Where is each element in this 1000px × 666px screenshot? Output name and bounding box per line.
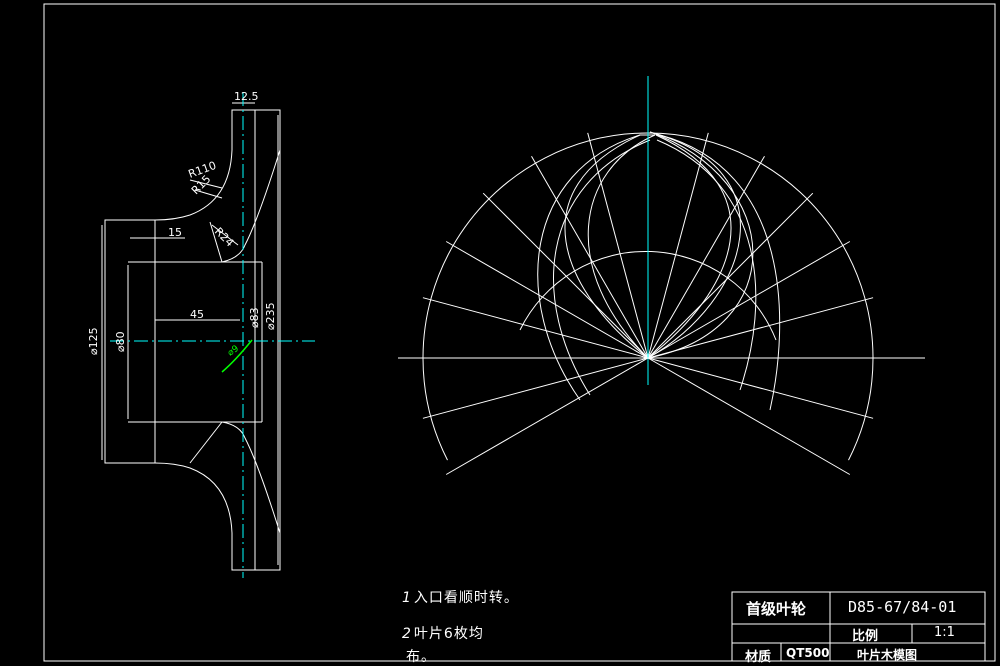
radial-line bbox=[647, 132, 709, 359]
note-2-text: 叶片6枚均 bbox=[413, 626, 484, 642]
dim-235-label: ⌀235 bbox=[264, 302, 277, 330]
tb-material-label: 材质 bbox=[745, 650, 772, 665]
dim-80-label: ⌀80 bbox=[114, 331, 127, 352]
radial-line bbox=[647, 241, 851, 359]
leader-r15 bbox=[194, 189, 223, 199]
blade-centerlines bbox=[398, 76, 925, 385]
radial-line bbox=[422, 297, 649, 359]
note-2-index: 2 bbox=[402, 626, 412, 642]
radial-line bbox=[647, 297, 874, 359]
chamfer-bottom bbox=[189, 421, 223, 464]
dim-125-label: ⌀125 bbox=[87, 327, 100, 355]
note-1-text: 入口看顺时转。 bbox=[413, 590, 519, 606]
chamfer-top bbox=[209, 221, 223, 263]
dim-12-5-label: 12.5 bbox=[234, 90, 259, 103]
note-1-index: 1 bbox=[402, 590, 412, 606]
radial-line bbox=[647, 192, 814, 359]
blade-left-mid bbox=[553, 139, 651, 396]
radial-line bbox=[587, 132, 649, 359]
dim-15-label: 15 bbox=[168, 226, 182, 239]
small-radius-arc bbox=[221, 339, 253, 373]
blade-right-edge bbox=[659, 134, 781, 411]
dim-r24-label: R24 bbox=[212, 225, 236, 249]
radial-line bbox=[647, 357, 874, 419]
inner-reference-arc bbox=[519, 250, 777, 341]
title-block-border bbox=[731, 591, 986, 662]
note-2-cont: 布。 bbox=[406, 646, 436, 666]
radial-line bbox=[445, 357, 649, 475]
dim-45-label: 45 bbox=[190, 308, 204, 321]
inner-curve-top bbox=[221, 149, 281, 263]
blade-right-outer bbox=[647, 131, 754, 359]
title-block bbox=[731, 591, 986, 662]
leader-r24 bbox=[211, 224, 239, 246]
impeller-section-view bbox=[101, 102, 281, 571]
radial-line bbox=[482, 192, 649, 359]
tb-drawing-no: D85-67/84-01 bbox=[848, 598, 957, 616]
blade-right-mid bbox=[656, 139, 757, 391]
note-2-cont-text: 布。 bbox=[406, 649, 436, 665]
inner-curve-bottom bbox=[221, 421, 281, 534]
tb-drawing-title: 叶片木模图 bbox=[857, 648, 918, 662]
tb-scale-label: 比例 bbox=[852, 629, 879, 644]
section-centerlines bbox=[110, 92, 315, 578]
blade-left-outer bbox=[537, 134, 641, 401]
blade-right-inner bbox=[647, 134, 732, 359]
blade-left-inner bbox=[564, 134, 656, 359]
tb-material-value: QT500 bbox=[786, 646, 830, 660]
radial-line bbox=[647, 155, 765, 359]
tb-part-name: 首级叶轮 bbox=[746, 600, 807, 618]
radial-line bbox=[647, 357, 851, 475]
radial-line bbox=[445, 241, 649, 359]
leader-r110 bbox=[189, 179, 223, 189]
drawing-frame bbox=[43, 3, 996, 662]
tb-scale-value: 1:1 bbox=[934, 625, 955, 640]
dim-83-label: ⌀83 bbox=[248, 307, 261, 328]
radial-line bbox=[422, 357, 649, 419]
